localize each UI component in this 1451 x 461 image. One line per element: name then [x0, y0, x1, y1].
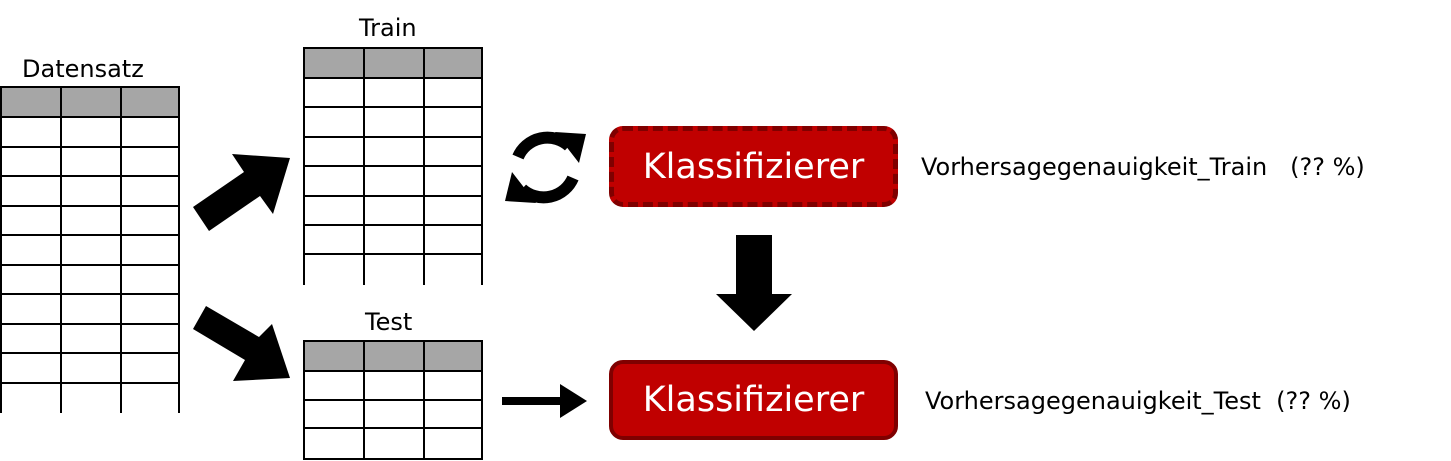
- table-header-cell: [122, 88, 178, 118]
- table-cell: [62, 324, 122, 354]
- table-cell: [2, 265, 62, 295]
- train-label: Train: [359, 14, 417, 42]
- dataset-label: Datensatz: [22, 55, 144, 83]
- table-cell: [62, 265, 122, 295]
- table-cell: [62, 206, 122, 236]
- table-cell: [2, 206, 62, 236]
- table-cell: [62, 383, 122, 413]
- table-cell: [305, 225, 365, 256]
- table-cell: [2, 118, 62, 148]
- table-cell: [425, 79, 481, 109]
- table-cell: [62, 147, 122, 177]
- table-cell: [2, 295, 62, 325]
- table-cell: [305, 137, 365, 168]
- classifier-test-box: Klassifizierer: [609, 360, 898, 440]
- table-cell: [305, 400, 365, 430]
- table-cell: [122, 147, 178, 177]
- table-header-cell: [62, 88, 122, 118]
- table-header-cell: [425, 342, 481, 372]
- classifier-train-label: Klassifizierer: [642, 146, 865, 187]
- table-cell: [425, 108, 481, 138]
- table-cell: [122, 383, 178, 413]
- table-cell: [425, 167, 481, 197]
- table-cell: [425, 400, 481, 430]
- table-cell: [425, 255, 481, 285]
- table-cell: [365, 372, 425, 401]
- table-header-cell: [425, 49, 481, 79]
- table-cell: [365, 400, 425, 430]
- table-cell: [2, 236, 62, 266]
- table-cell: [305, 196, 365, 226]
- accuracy-test-text: Vorhersagegenauigkeit_Test (?? %): [925, 387, 1351, 415]
- table-cell: [62, 295, 122, 325]
- table-cell: [2, 354, 62, 384]
- table-cell: [305, 108, 365, 138]
- table-cell: [425, 137, 481, 168]
- table-cell: [62, 177, 122, 207]
- table-cell: [425, 196, 481, 226]
- table-cell: [122, 354, 178, 384]
- table-cell: [122, 324, 178, 354]
- table-cell: [425, 372, 481, 401]
- table-cell: [365, 137, 425, 168]
- table-cell: [122, 118, 178, 148]
- table-header-cell: [365, 342, 425, 372]
- table-cell: [365, 79, 425, 109]
- table-cell: [365, 196, 425, 226]
- table-cell: [365, 225, 425, 256]
- test-label: Test: [365, 308, 413, 336]
- table-header-cell: [305, 49, 365, 79]
- table-cell: [305, 255, 365, 285]
- table-cell: [305, 429, 365, 459]
- table-header-cell: [365, 49, 425, 79]
- table-cell: [365, 255, 425, 285]
- table-cell: [2, 324, 62, 354]
- table-header-cell: [2, 88, 62, 118]
- table-cell: [62, 354, 122, 384]
- table-cell: [2, 177, 62, 207]
- classifier-test-label: Klassifizierer: [642, 380, 865, 420]
- table-cell: [305, 79, 365, 109]
- table-cell: [122, 265, 178, 295]
- dataset-table: [0, 86, 180, 413]
- accuracy-train-text: Vorhersagegenauigkeit_Train (?? %): [921, 153, 1365, 181]
- table-cell: [365, 167, 425, 197]
- table-cell: [122, 206, 178, 236]
- table-cell: [365, 429, 425, 459]
- table-cell: [305, 167, 365, 197]
- table-header-cell: [305, 342, 365, 372]
- table-cell: [2, 147, 62, 177]
- table-cell: [122, 236, 178, 266]
- test-table: [303, 340, 483, 460]
- table-cell: [62, 236, 122, 266]
- table-cell: [425, 225, 481, 256]
- table-cell: [122, 295, 178, 325]
- table-cell: [62, 118, 122, 148]
- train-table: [303, 47, 483, 285]
- classifier-train-box: Klassifizierer: [609, 126, 898, 207]
- table-cell: [425, 429, 481, 459]
- table-cell: [365, 108, 425, 138]
- table-cell: [305, 372, 365, 401]
- table-cell: [122, 177, 178, 207]
- table-cell: [2, 383, 62, 413]
